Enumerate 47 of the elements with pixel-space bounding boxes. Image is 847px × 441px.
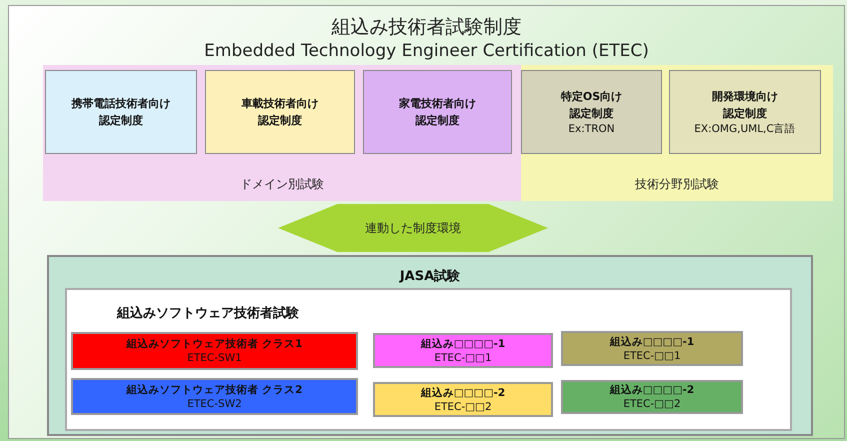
exam-code: ETEC-□□2	[434, 400, 492, 414]
exam-name: 組込み□□□□-1	[610, 334, 694, 348]
card-label: 開発環境向け	[712, 89, 778, 105]
card-label: 特定OS向け	[560, 89, 622, 105]
outer-frame	[8, 5, 845, 439]
card-label: 認定制度	[570, 106, 614, 122]
certification-card	[205, 70, 355, 154]
exam-panel	[65, 288, 792, 431]
group-band	[43, 65, 521, 201]
frame-heading: 組込み技術者試験制度	[332, 15, 522, 40]
exam-code: ETEC-□□1	[623, 348, 681, 362]
card-label: 認定制度	[258, 113, 302, 129]
exam-card	[373, 333, 553, 368]
group-label: 技術分野別試験	[635, 176, 719, 193]
exam-card	[561, 331, 743, 366]
card-label: 認定制度	[723, 106, 767, 122]
frame-subheading: Embedded Technology Engineer Certification (ETEC)	[204, 40, 649, 62]
certification-card	[521, 70, 662, 154]
card-label: 車載技術者向け	[242, 96, 318, 112]
certification-card	[45, 70, 197, 154]
card-label: 携帯電話技術者向け	[72, 96, 170, 112]
exam-name: 組込み□□□□-1	[420, 336, 506, 350]
section-frame	[47, 255, 813, 436]
exam-card	[71, 378, 358, 415]
exam-code: ETEC-SW2	[187, 396, 242, 410]
exam-code: ETEC-□□1	[434, 350, 492, 364]
card-label: 認定制度	[99, 113, 143, 129]
exam-name: 組込みソフトウェア技術者 クラス2	[126, 382, 302, 396]
certification-card	[669, 70, 821, 154]
exam-card	[561, 380, 743, 414]
panel-heading: 組込みソフトウェア技術者試験	[117, 304, 299, 322]
group-band	[521, 65, 833, 201]
example-text: EX:OMG,UML,C言語	[694, 122, 796, 136]
example-text: Ex:TRON	[568, 122, 615, 136]
hexagon-label: 連動した制度環境	[365, 220, 461, 236]
exam-card	[373, 382, 553, 417]
exam-card	[71, 332, 358, 370]
card-label: 家電技術者向け	[399, 96, 476, 112]
exam-name: 組込みソフトウェア技術者 クラス1	[126, 337, 302, 351]
card-label: 認定制度	[416, 113, 460, 129]
group-label: ドメイン別試験	[240, 176, 324, 193]
section-heading: JASA試験	[400, 268, 460, 285]
exam-name: 組込み□□□□-2	[610, 383, 694, 397]
certification-card	[363, 70, 512, 154]
exam-name: 組込み□□□□-2	[420, 386, 506, 400]
exam-code: ETEC-SW1	[187, 351, 242, 365]
exam-code: ETEC-□□2	[623, 397, 681, 411]
